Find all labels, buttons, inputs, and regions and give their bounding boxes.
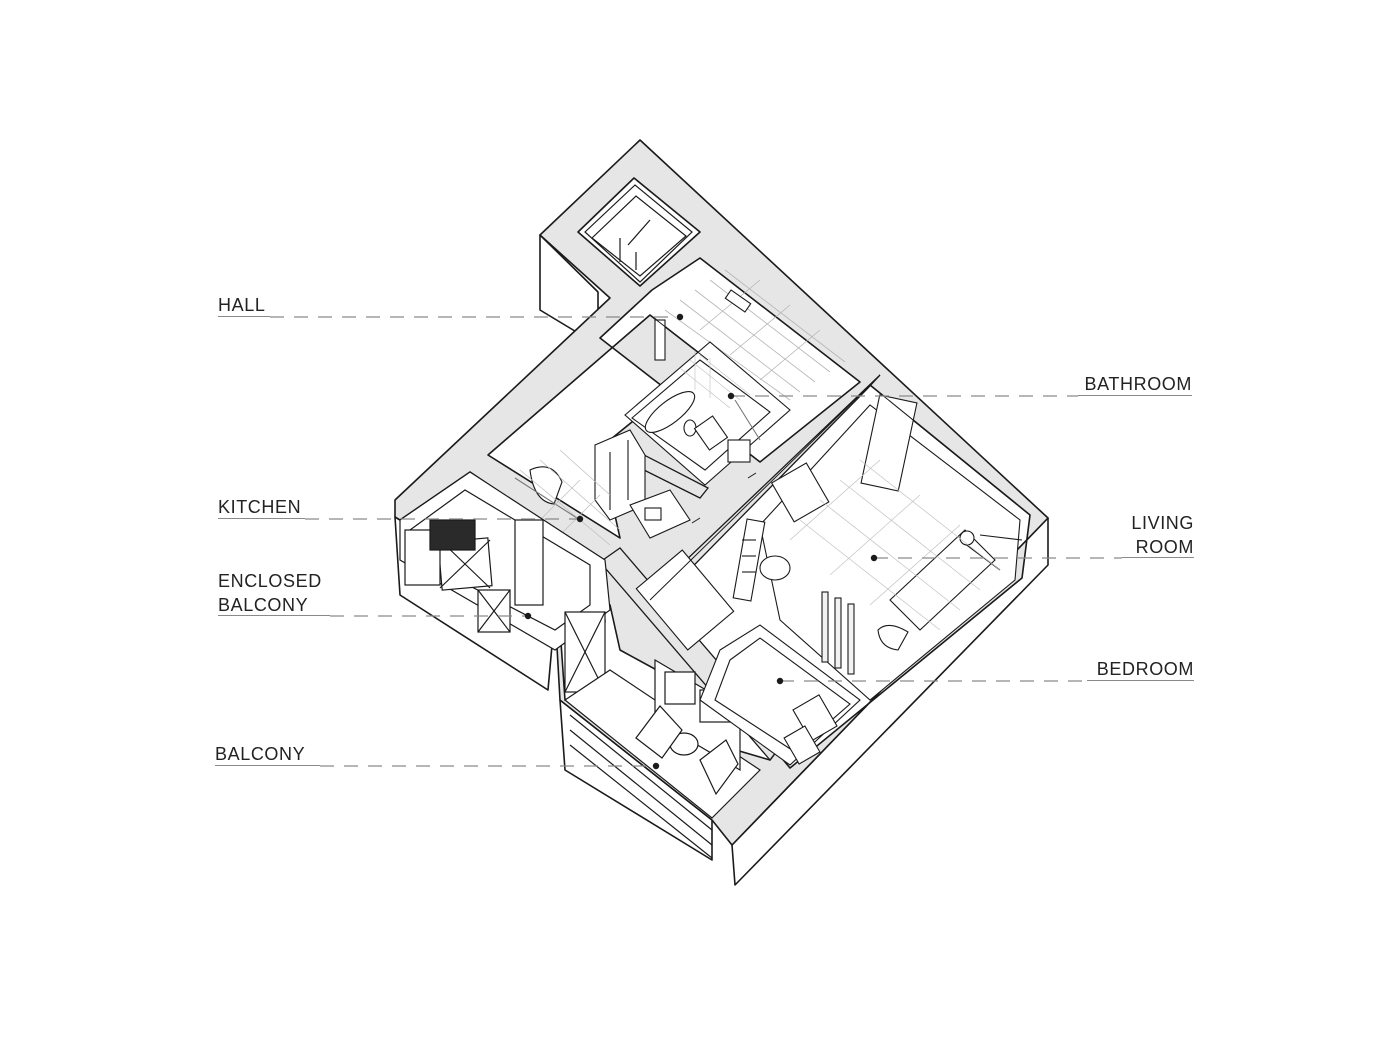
living-room	[759, 394, 1023, 701]
bedroom-room	[635, 518, 861, 766]
kitchen-room	[514, 429, 691, 539]
label-hall: HALL	[218, 295, 266, 315]
marker-balcony	[652, 762, 660, 770]
room-markers	[524, 313, 878, 770]
label-enclosed-balcony-line1: ENCLOSED	[218, 571, 322, 591]
storage-closet	[584, 184, 693, 283]
label-kitchen-underline	[218, 518, 305, 519]
label-enclosed-balcony-line2: BALCONY	[218, 595, 309, 615]
marker-enclosed-balcony	[524, 612, 532, 620]
label-balcony: BALCONY	[215, 744, 306, 764]
label-living-room-underline	[1122, 557, 1194, 558]
label-balcony-underline	[215, 765, 320, 766]
label-bathroom: BATHROOM	[1084, 374, 1192, 394]
bathroom-room	[624, 341, 791, 486]
floor-edges	[487, 314, 1031, 601]
hall-fixtures	[654, 289, 752, 361]
label-hall-underline	[218, 316, 270, 317]
enclosed-balcony-room	[399, 471, 611, 693]
label-living-room-line1: LIVING	[1131, 513, 1194, 533]
marker-bathroom	[727, 392, 735, 400]
label-enclosed-balcony-underline	[218, 615, 330, 616]
label-bedroom-underline	[1087, 680, 1194, 681]
marker-living-room	[870, 554, 878, 562]
kitchen-floor	[519, 449, 621, 546]
marker-bedroom	[776, 677, 784, 685]
label-bathroom-underline	[1078, 395, 1192, 396]
marker-hall	[676, 313, 684, 321]
leader-lines	[270, 316, 1122, 767]
living-room-floor	[789, 459, 1001, 631]
label-kitchen: KITCHEN	[218, 497, 302, 517]
label-bedroom: BEDROOM	[1096, 659, 1194, 679]
marker-kitchen	[576, 515, 584, 523]
label-living-room-line2: ROOM	[1135, 537, 1194, 557]
